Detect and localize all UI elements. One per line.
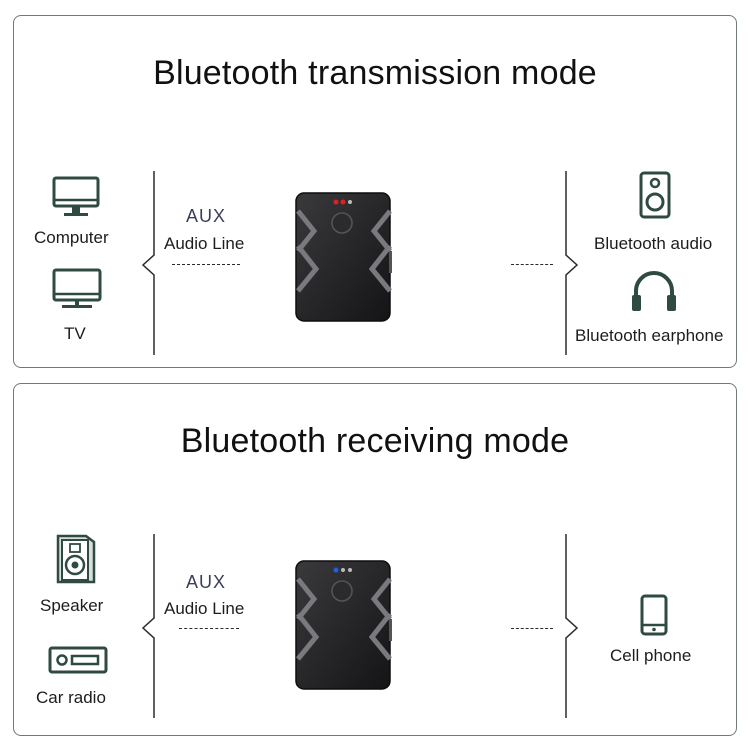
receiving-mode-title: Bluetooth receiving mode <box>180 422 570 460</box>
led-1 <box>333 567 339 573</box>
computer-label: Computer <box>34 228 109 247</box>
audio-line-dash <box>172 264 240 265</box>
right-bracket <box>565 534 579 718</box>
headphones-icon <box>632 271 676 311</box>
bluetooth-adapter-device <box>295 192 392 322</box>
loudspeaker-icon <box>56 534 96 584</box>
cell-phone-label: Cell phone <box>610 646 692 665</box>
left-bracket <box>141 534 155 718</box>
tv-icon <box>52 268 102 308</box>
tv-label: TV <box>64 324 86 343</box>
audio-line-label: Audio Line <box>164 599 245 618</box>
phone-icon <box>640 594 668 636</box>
receiving-mode-panel: Bluetooth receiving mode Speaker Car rad… <box>13 383 737 736</box>
right-bracket <box>565 171 579 355</box>
led-1 <box>333 199 339 205</box>
bt-link-dash <box>511 264 553 265</box>
led-2 <box>341 568 345 572</box>
bt-link-dash <box>511 628 553 629</box>
led-3 <box>348 200 352 204</box>
audio-line-label: Audio Line <box>164 234 245 253</box>
led-2 <box>340 199 346 205</box>
transmission-mode-panel: Bluetooth transmission mode Computer TV … <box>13 15 737 368</box>
led-3 <box>348 568 352 572</box>
aux-label: AUX <box>186 206 227 226</box>
aux-label: AUX <box>186 572 227 592</box>
bluetooth-audio-label: Bluetooth audio <box>594 234 713 253</box>
bluetooth-earphone-label: Bluetooth earphone <box>575 326 724 345</box>
car-radio-icon <box>48 646 108 674</box>
transmission-mode-title: Bluetooth transmission mode <box>153 54 597 92</box>
audio-line-dash <box>179 628 239 629</box>
car-radio-label: Car radio <box>36 688 106 707</box>
monitor-icon <box>52 176 100 216</box>
bluetooth-adapter-device <box>295 560 392 690</box>
speaker-label: Speaker <box>40 596 104 615</box>
speaker-icon <box>639 171 671 219</box>
left-bracket <box>141 171 155 355</box>
